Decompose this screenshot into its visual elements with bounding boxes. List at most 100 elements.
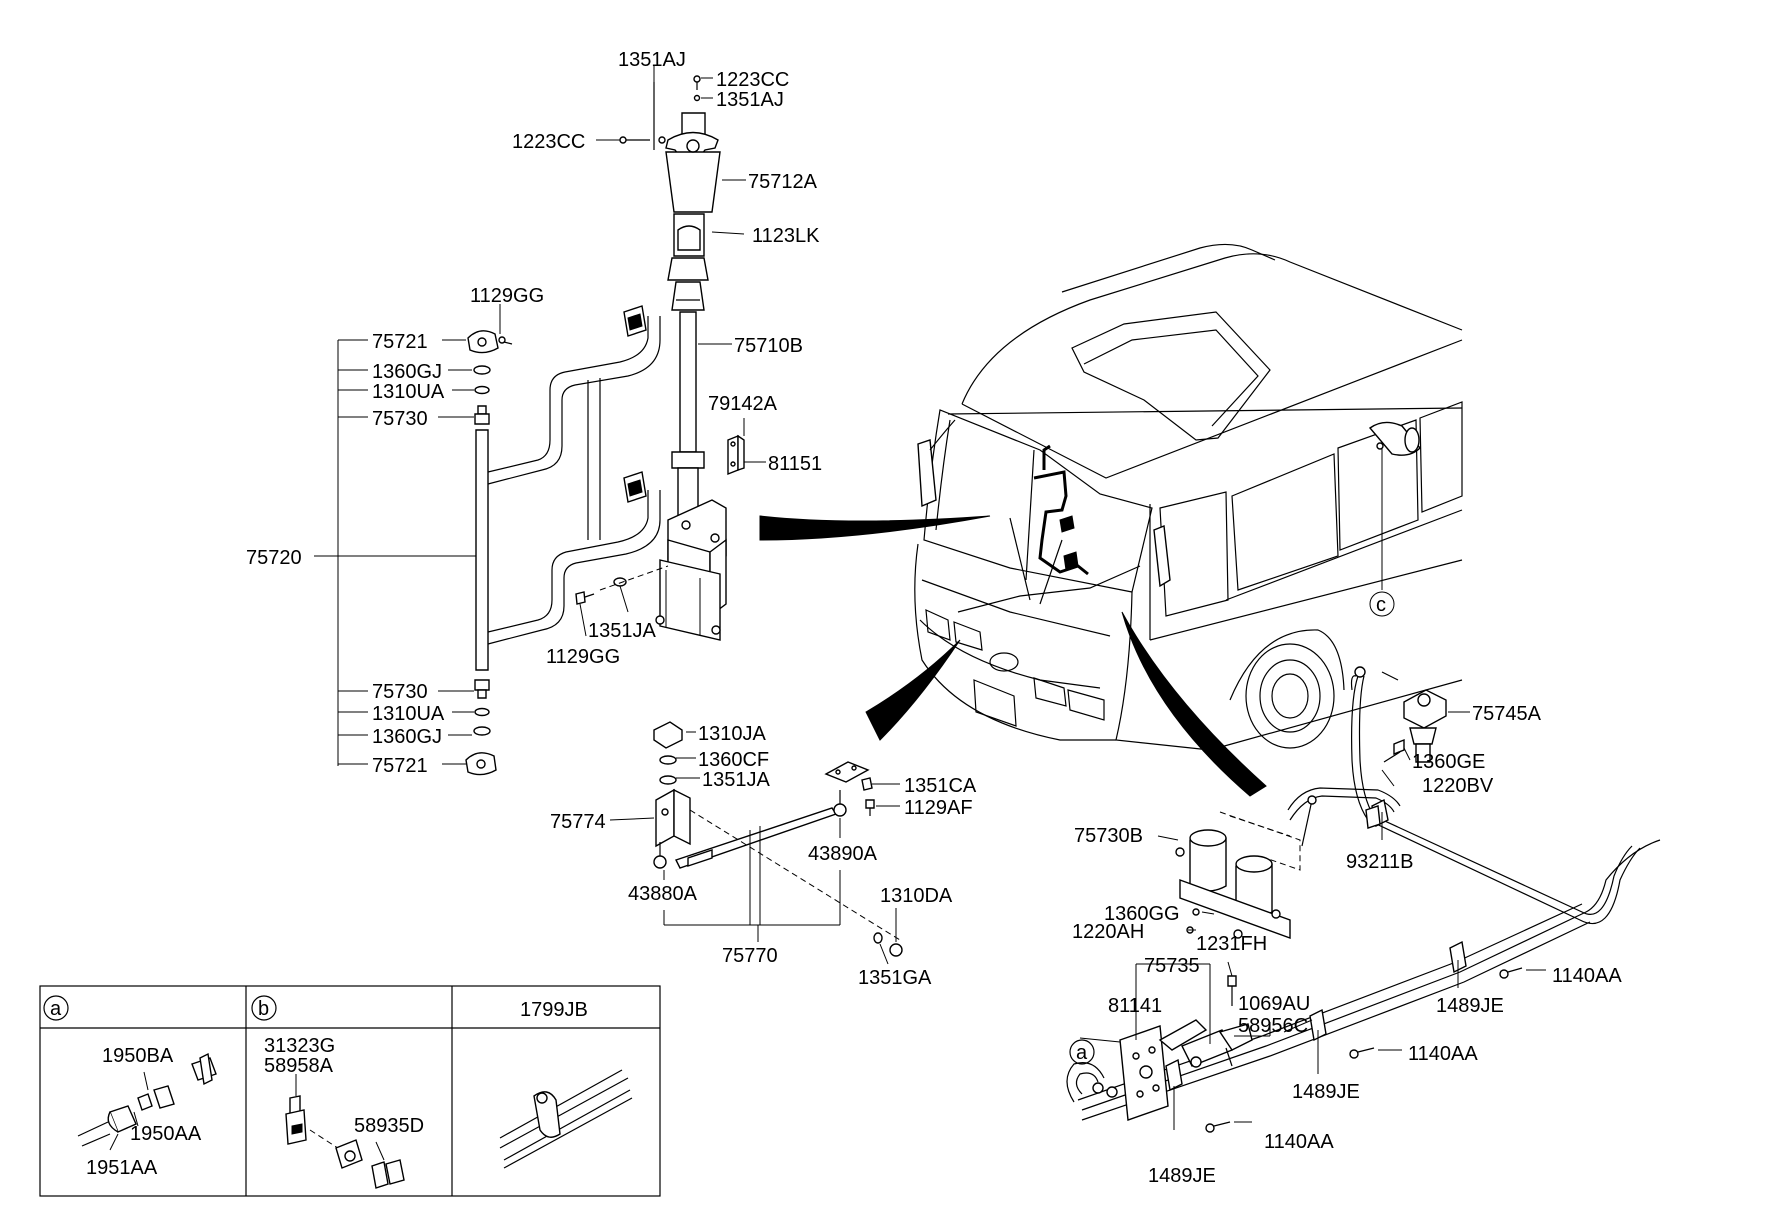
legend-labels: a b 1799JB 1950BA 1950AA 1951AA 31323G 5… (50, 998, 588, 1179)
legend-label-1950BA: 1950BA (102, 1045, 174, 1067)
label-43890A: 43890A (808, 843, 878, 865)
label-1220AH: 1220AH (1072, 921, 1144, 943)
label-1351GA: 1351GA (858, 967, 932, 989)
legend-circle-a (43, 995, 69, 1021)
label-1360GE: 1360GE (1412, 751, 1485, 773)
label-81141: 81141 (1108, 995, 1162, 1017)
pipe-hardware (465, 330, 669, 776)
fitting-75730-bottom (474, 679, 490, 691)
label-1223CC: 1223CC (512, 131, 585, 153)
legend-c-parts (499, 1069, 633, 1169)
label-75721: 75721 (372, 755, 428, 777)
washer-1360GJ-top (473, 365, 491, 375)
label-75721: 75721 (372, 331, 428, 353)
label-75735: 75735 (1144, 955, 1200, 977)
label-75720: 75720 (246, 547, 302, 569)
pointer-arrows (759, 515, 1267, 797)
washer-1351JA (613, 577, 627, 587)
legend-header-1799JB: 1799JB (520, 999, 588, 1021)
bolt-1129GG (575, 591, 586, 605)
label-1140AA: 1140AA (1408, 1043, 1478, 1065)
top-leaders (499, 66, 766, 637)
fitting-75730-top (474, 413, 490, 425)
label-1129GG: 1129GG (546, 646, 620, 668)
label-43880A: 43880A (628, 883, 698, 905)
cap-75712A (665, 151, 721, 213)
label-1351JA: 1351JA (588, 620, 656, 642)
top-cap-assembly (619, 75, 721, 213)
label-1310DA: 1310DA (880, 885, 953, 907)
screw-1223CC-top (693, 75, 701, 83)
label-75770: 75770 (722, 945, 778, 967)
label-1360CF: 1360CF (698, 749, 769, 771)
legend-circle-b (251, 995, 277, 1021)
legend-b-parts (285, 1074, 405, 1189)
label-1231FH: 1231FH (1196, 933, 1267, 955)
label-1129GG: 1129GG (470, 285, 544, 307)
label-75730: 75730 (372, 681, 428, 703)
bolt-1129AF (865, 799, 875, 809)
pipe-75720 (475, 305, 661, 671)
label-1360GG: 1360GG (1104, 903, 1180, 925)
legend-a-parts (77, 1052, 217, 1151)
group-75720-brackets (314, 339, 476, 766)
label-1140AA: 1140AA (1264, 1131, 1334, 1153)
nut-1351CA (861, 777, 873, 791)
ring-1310UA-top (474, 385, 490, 395)
washer-1360GJ-bottom (473, 726, 491, 736)
label-1220BV: 1220BV (1422, 775, 1494, 797)
ring-1310UA-bottom (474, 707, 490, 717)
label-1140AA: 1140AA (1552, 965, 1622, 987)
label-1351AJ: 1351AJ (716, 89, 784, 111)
joint-43890A (833, 803, 847, 817)
label-58956C: 58956C (1238, 1015, 1308, 1037)
label-1310UA: 1310UA (372, 703, 445, 725)
circle-ref-a: a (1076, 1042, 1088, 1064)
legend-label-58958A: 58958A (264, 1055, 334, 1077)
label-1123LK: 1123LK (752, 225, 820, 247)
nut-1310DA (889, 943, 903, 957)
legend-table (39, 985, 661, 1197)
washer-1351AJ (693, 94, 701, 102)
joint-43880A (653, 855, 667, 869)
label-1310UA: 1310UA (372, 381, 445, 403)
label-1351JA: 1351JA (702, 769, 770, 791)
legend-label-1951AA: 1951AA (86, 1157, 158, 1179)
label-1360GJ: 1360GJ (372, 361, 442, 383)
label-75745A: 75745A (1472, 703, 1542, 725)
legend-header-a: a (50, 998, 62, 1020)
label-1489JE: 1489JE (1292, 1081, 1360, 1103)
label-75730: 75730 (372, 408, 428, 430)
legend-label-31323G: 31323G (264, 1035, 335, 1057)
label-1310JA: 1310JA (698, 723, 766, 745)
washer-pump-assembly (1066, 666, 1661, 1133)
bracket-79142A (727, 434, 745, 476)
label-1129AF: 1129AF (904, 797, 973, 819)
label-1360GJ: 1360GJ (372, 726, 442, 748)
label-1351AJ: 1351AJ (618, 49, 686, 71)
callout-labels: 1351AJ 1223CC 1351AJ 1223CC 75712A 1123L… (246, 49, 1622, 1187)
label-1223CC: 1223CC (716, 69, 789, 91)
label-1069AU: 1069AU (1238, 993, 1310, 1015)
label-75712A: 75712A (748, 171, 818, 193)
legend-header-b: b (258, 998, 269, 1020)
label-75730B: 75730B (1074, 825, 1143, 847)
label-75774: 75774 (550, 811, 606, 833)
legend-label-58935D: 58935D (354, 1115, 424, 1137)
label-1489JE: 1489JE (1436, 995, 1504, 1017)
label-1489JE: 1489JE (1148, 1165, 1216, 1187)
label-81151: 81151 (768, 453, 822, 475)
circle-ref-a-ring (1069, 1039, 1095, 1065)
screw-1223CC-side (619, 136, 627, 144)
washer-1351GA (873, 932, 883, 944)
bus-illustration (914, 243, 1463, 751)
linkage-75770 (609, 721, 903, 965)
washer-1360CF (659, 755, 677, 765)
label-1351CA: 1351CA (904, 775, 977, 797)
hose-clip-1360GE (1393, 738, 1405, 756)
nut-1310JA (653, 721, 683, 749)
label-79142A: 79142A (708, 393, 778, 415)
column-75710B (655, 213, 727, 641)
